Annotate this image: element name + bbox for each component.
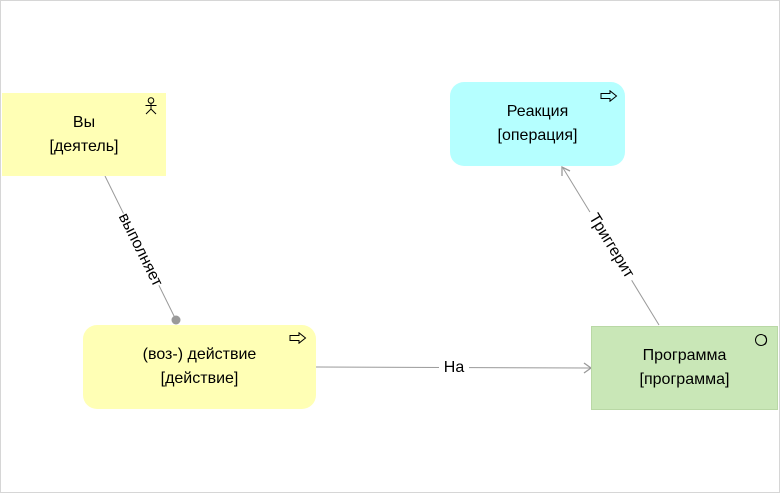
- service-icon: [755, 334, 768, 346]
- node-program-type: [программа]: [639, 371, 730, 388]
- edge-triggers-arrowhead: [561, 165, 571, 176]
- node-you-type: [деятель]: [49, 137, 119, 155]
- edge-performs-label-bg: [113, 209, 167, 291]
- node-program[interactable]: Программа [программа]: [591, 326, 778, 410]
- edge-on-label: На: [444, 359, 465, 376]
- edge-triggers-label-bg: [581, 206, 641, 286]
- event-arrow-icon: [600, 90, 618, 102]
- edge-on-label-bg: [439, 358, 469, 378]
- node-program-name: Программа: [642, 347, 727, 364]
- node-reaction-name: Реакция: [506, 103, 569, 120]
- node-you[interactable]: Вы [деятель]: [2, 93, 166, 176]
- edge-performs-end-dot: [171, 315, 181, 325]
- node-reaction[interactable]: Реакция [операция]: [450, 82, 625, 166]
- edge-triggers-label: Триггерит: [585, 211, 637, 282]
- node-you-name: Вы: [72, 113, 96, 131]
- actor-icon: [145, 97, 157, 115]
- node-action-name: (воз-) действие: [142, 346, 257, 363]
- node-reaction-type: [операция]: [497, 127, 578, 144]
- node-action[interactable]: (воз-) действие [действие]: [83, 325, 316, 409]
- node-action-type: [действие]: [160, 370, 239, 387]
- edge-performs-label: выполняет: [115, 210, 166, 290]
- event-arrow-icon: [289, 332, 307, 344]
